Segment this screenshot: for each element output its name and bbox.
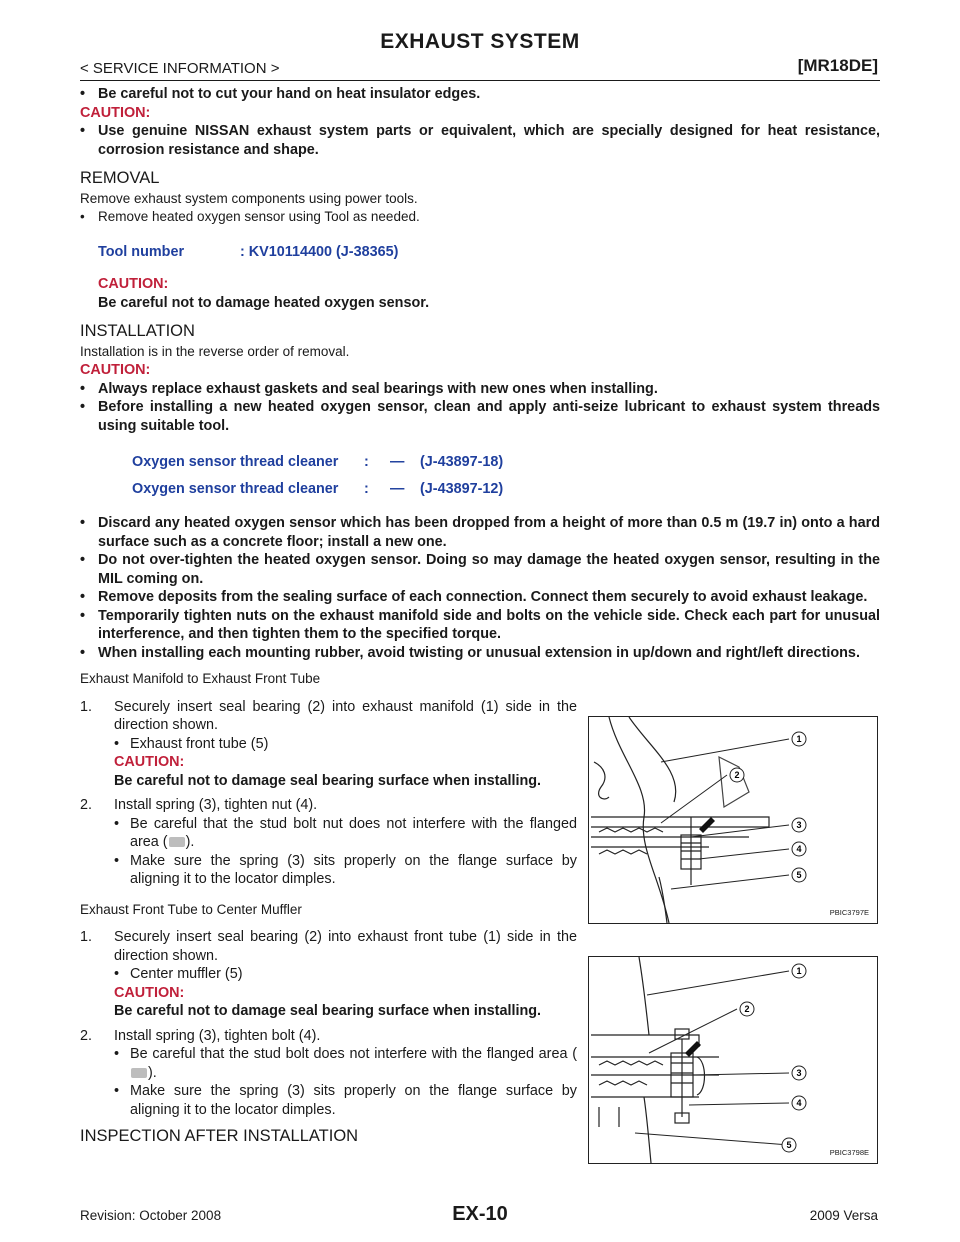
caution-item: • Temporarily tighten nuts on the exhaus… [80,607,880,643]
footer-page-number: EX-10 [452,1203,508,1225]
warning-bullet: • Be careful not to cut your hand on hea… [80,86,481,102]
tool-row: Oxygen sensor thread cleaner : — (J-4389… [132,454,504,470]
installation-caution-label: CAUTION: [80,362,151,378]
figure-drawing: 1 2 3 4 5 [591,717,807,923]
callout-1: 1 [796,966,801,976]
caution-item: • Remove deposits from the sealing surfa… [80,589,868,605]
installation-heading: INSTALLATION [80,322,195,340]
step: 1. Securely insert seal bearing (2) into… [80,929,577,1019]
engine-label: [MR18DE] [797,56,878,75]
caution-item: • Do not over-tighten the heated oxygen … [80,552,880,587]
callout-4: 4 [796,844,801,854]
step: 1. Securely insert seal bearing (2) into… [80,698,577,789]
callout-2: 2 [734,770,739,780]
tool-number: Tool number : KV10114400 (J-38365) [98,243,399,260]
flange-area-swatch [168,837,185,848]
content: • Be careful not to cut your hand on hea… [80,85,880,1146]
caution-item: • Discard any heated oxygen sensor which… [80,515,880,550]
removal-heading: REMOVAL [80,169,160,187]
callout-5: 5 [786,1140,791,1150]
caution-bullet: • Use genuine NISSAN exhaust system part… [80,123,880,158]
removal-caution-label: CAUTION: [98,276,169,292]
caution-item: • When installing each mounting rubber, … [80,644,860,661]
step: 2. Install spring (3), tighten nut (4). … [80,797,577,887]
header-rule [80,80,880,81]
footer-model: 2009 Versa [809,1208,878,1223]
figure-code: PBIC3798E [829,1148,869,1157]
caution-item: • Always replace exhaust gaskets and sea… [80,380,658,397]
page-title: EXHAUST SYSTEM [380,30,580,53]
tool-row: Oxygen sensor thread cleaner : — (J-4389… [132,480,504,497]
section-label: < SERVICE INFORMATION > [80,60,280,77]
callout-4: 4 [796,1098,801,1108]
removal-text: Remove exhaust system components using p… [80,190,418,206]
installation-text: Installation is in the reverse order of … [80,343,350,359]
figure-drawing: 1 2 3 4 5 [591,957,807,1163]
callout-3: 3 [796,820,801,830]
removal-caution-text: Be careful not to damage heated oxygen s… [98,294,430,311]
caution-label: CAUTION: [80,104,151,121]
figure-code: PBIC3797E [829,908,869,917]
flange-area-swatch [131,1067,147,1078]
removal-bullet: • Remove heated oxygen sensor using Tool… [80,209,420,224]
section-title: Exhaust Manifold to Exhaust Front Tube [80,671,321,686]
callout-3: 3 [796,1068,801,1078]
figure-front-tube-to-muffler: 1 2 3 4 5 PBIC3798E [588,956,878,1164]
section-title: Exhaust Front Tube to Center Muffler [80,901,302,917]
callout-5: 5 [796,870,801,880]
callout-1: 1 [796,734,801,744]
footer-revision: Revision: October 2008 [80,1208,222,1223]
callout-2: 2 [744,1004,749,1014]
caution-item: • Before installing a new heated oxygen … [80,399,880,434]
inspection-heading: INSPECTION AFTER INSTALLATION [80,1127,359,1145]
step: 2. Install spring (3), tighten bolt (4).… [80,1027,577,1118]
figure-manifold-to-front-tube: 1 2 3 4 5 PBIC3797E [588,716,878,924]
